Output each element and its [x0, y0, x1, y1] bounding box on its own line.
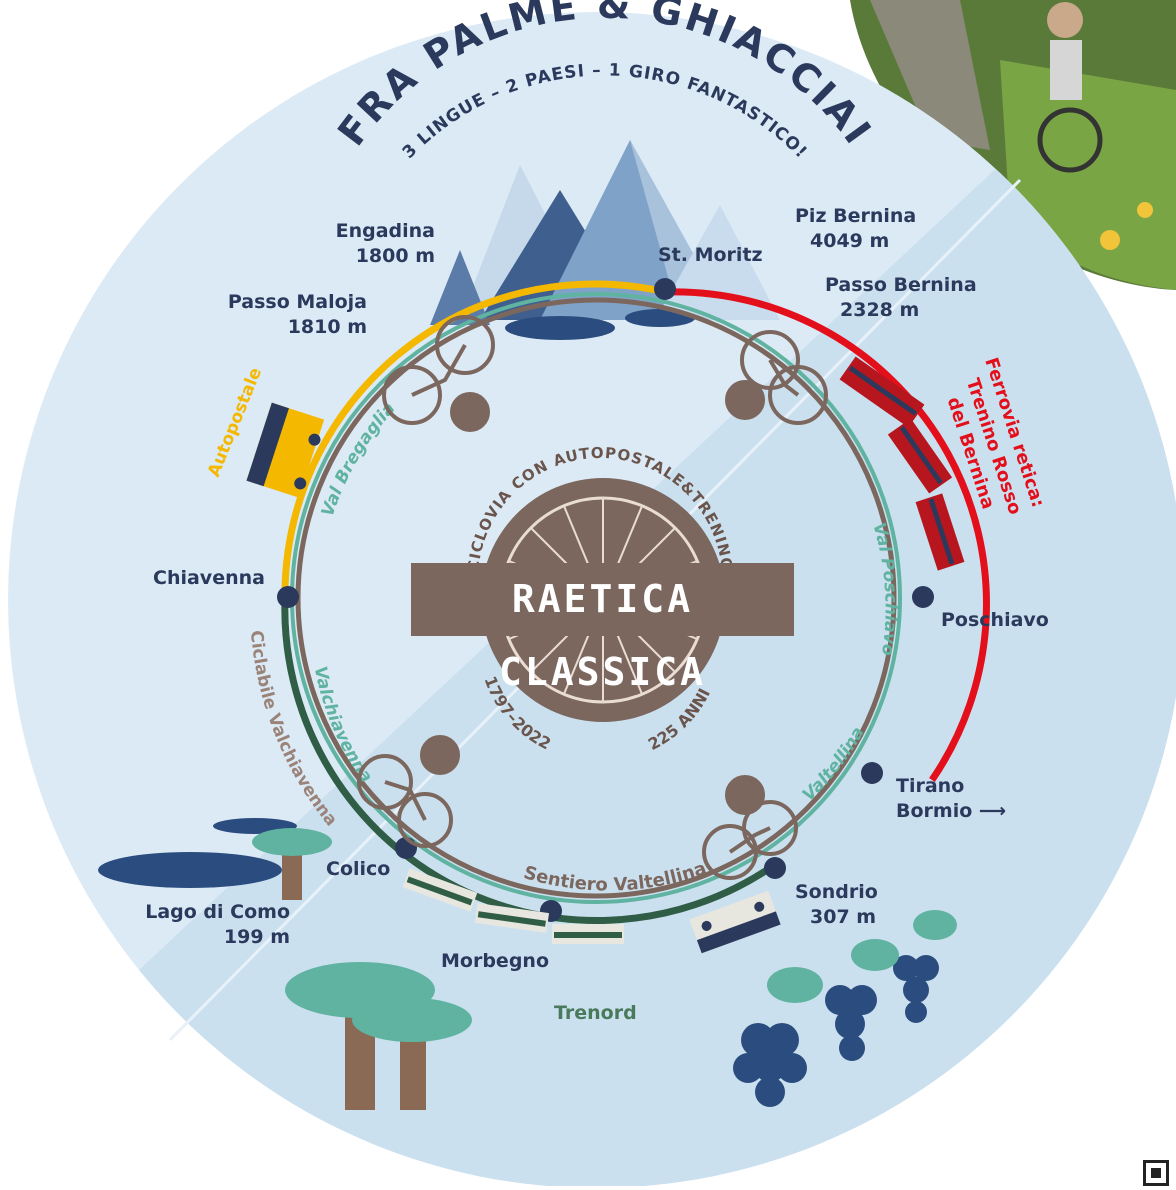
- mountains-illustration: [430, 140, 780, 340]
- station-dots: [277, 278, 934, 922]
- place-poschiavo: Poschiavo: [941, 609, 1049, 631]
- autopostale-bus-icon: [246, 402, 325, 498]
- place-chiavenna: Chiavenna: [153, 567, 265, 589]
- place-st-moritz: St. Moritz: [658, 244, 763, 266]
- place-tirano-bormio: Tirano Bormio ⟶: [896, 775, 1007, 822]
- place-morbegno: Morbegno: [441, 950, 549, 972]
- arrow-right-icon: ⟶: [978, 800, 1007, 822]
- stop-chiavenna: [277, 586, 299, 608]
- stop-sondrio: [764, 857, 786, 879]
- red-train-icon: [839, 356, 965, 571]
- stop-st-moritz: [654, 278, 676, 300]
- trenord-label: Trenord: [554, 1002, 637, 1024]
- cyclist-sw-icon: [357, 735, 460, 848]
- stop-poschiavo: [912, 586, 934, 608]
- place-colico: Colico: [326, 858, 391, 880]
- cyclist-se-icon: [702, 775, 798, 880]
- trenord-train-icon: [402, 868, 624, 944]
- palm-trees-illustration: [252, 828, 472, 1110]
- bus-icon: [689, 890, 781, 954]
- stop-tirano: [861, 762, 883, 784]
- corner-marker-icon: [1143, 1160, 1169, 1186]
- badge-title: RAETICA CLASSICA: [411, 563, 794, 694]
- cyclist-icons: [357, 315, 828, 880]
- grapes-illustration: [733, 910, 957, 1107]
- cyclist-ne-icon: [725, 330, 828, 425]
- cyclist-nw-icon: [382, 315, 495, 432]
